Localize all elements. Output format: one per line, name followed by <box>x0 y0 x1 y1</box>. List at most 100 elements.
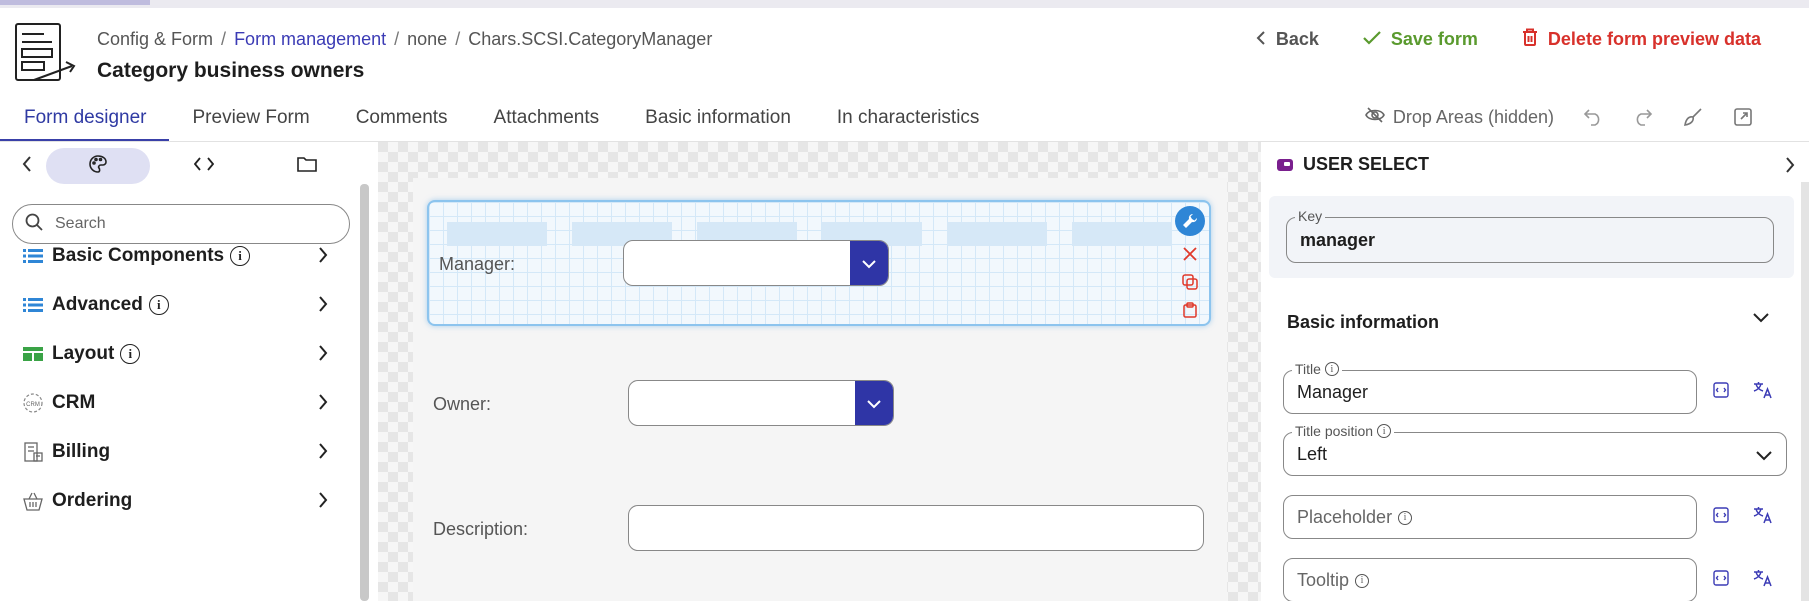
info-icon: i <box>1377 424 1392 438</box>
manager-select[interactable] <box>623 240 889 286</box>
category-billing[interactable]: Billing <box>22 432 328 472</box>
save-form-label: Save form <box>1390 29 1478 49</box>
info-icon: i <box>1324 362 1339 376</box>
info-icon[interactable]: i <box>120 344 141 364</box>
user-select-icon <box>1277 158 1293 171</box>
code-editor-icon[interactable] <box>1709 503 1733 527</box>
redo-icon[interactable] <box>1632 106 1654 128</box>
list-icon <box>22 294 44 316</box>
selected-component-manager[interactable]: Manager: <box>427 200 1211 326</box>
breadcrumb-form-management[interactable]: Form management <box>234 29 387 49</box>
chevron-right-icon <box>318 246 328 269</box>
breadcrumb: Config & Form/Form management/none/Chars… <box>97 29 713 49</box>
category-crm[interactable]: CRM CRM <box>22 383 328 423</box>
chevron-down-icon[interactable] <box>1753 310 1769 328</box>
category-basic-components[interactable]: Basic Components i <box>22 236 328 276</box>
tab-attachments[interactable]: Attachments <box>493 107 600 128</box>
breadcrumb-none[interactable]: none <box>407 29 448 49</box>
tab-basic-information[interactable]: Basic information <box>645 107 791 128</box>
folder-tab-button[interactable] <box>265 148 350 184</box>
designer-toolbar: Drop Areas (hidden) <box>1365 106 1754 128</box>
description-input[interactable] <box>628 505 1204 551</box>
tab-in-characteristics[interactable]: In characteristics <box>836 107 980 128</box>
expand-window-icon[interactable] <box>1732 106 1754 128</box>
chevron-right-icon[interactable] <box>1785 156 1795 179</box>
tab-form-designer[interactable]: Form designer <box>0 100 169 142</box>
components-panel: Basic Components i Advanced i Layout i C… <box>0 142 372 601</box>
translate-icon[interactable] <box>1751 378 1775 402</box>
category-ordering[interactable]: Ordering <box>22 481 328 521</box>
save-form-button[interactable]: Save form <box>1363 28 1478 51</box>
properties-scrollbar[interactable] <box>1801 182 1809 601</box>
title-field-value: Manager <box>1297 382 1369 402</box>
owner-field-label: Owner: <box>433 394 492 414</box>
page-title: Category business owners <box>97 59 365 82</box>
list-icon <box>22 245 44 267</box>
chevron-down-icon[interactable] <box>850 241 888 285</box>
palette-tab-button[interactable] <box>46 148 151 184</box>
key-field-label: Key <box>1295 208 1326 224</box>
chevron-right-icon <box>318 344 328 367</box>
folder-icon <box>297 156 318 177</box>
basic-information-section-title: Basic information <box>1287 312 1440 332</box>
paste-icon[interactable] <box>1180 300 1200 320</box>
breadcrumb-config-form[interactable]: Config & Form <box>97 29 214 49</box>
category-label: Billing <box>52 441 111 462</box>
undo-icon[interactable] <box>1582 106 1604 128</box>
category-layout[interactable]: Layout i <box>22 334 328 374</box>
info-icon[interactable]: i <box>148 295 169 315</box>
copy-icon[interactable] <box>1180 272 1200 292</box>
search-input[interactable] <box>55 215 335 233</box>
translate-icon[interactable] <box>1751 566 1775 590</box>
tab-comments[interactable]: Comments <box>355 107 448 128</box>
info-icon: i <box>1398 510 1413 525</box>
info-icon: i <box>1355 573 1370 588</box>
component-search[interactable] <box>12 204 350 244</box>
manager-field-label: Manager: <box>439 254 516 274</box>
breadcrumb-current: Chars.SCSI.CategoryManager <box>468 29 713 49</box>
category-advanced[interactable]: Advanced i <box>22 285 328 325</box>
translate-icon[interactable] <box>1751 503 1775 527</box>
description-field-label: Description: <box>433 519 529 539</box>
chevron-right-icon <box>318 393 328 416</box>
delete-form-preview-button[interactable]: Delete form preview data <box>1522 28 1761 51</box>
key-field[interactable]: Key manager <box>1286 208 1774 263</box>
title-position-value: Left <box>1297 444 1328 464</box>
clean-brush-icon[interactable] <box>1682 106 1704 128</box>
tabs-divider <box>0 141 1809 142</box>
components-scrollbar[interactable] <box>360 184 369 601</box>
chevron-left-icon <box>1256 29 1266 50</box>
search-icon <box>25 213 43 236</box>
back-label: Back <box>1275 29 1319 49</box>
info-icon[interactable]: i <box>230 246 251 266</box>
tab-preview-form[interactable]: Preview Form <box>192 107 310 128</box>
code-editor-icon[interactable] <box>1709 378 1733 402</box>
code-editor-icon[interactable] <box>1709 566 1733 590</box>
drop-areas-label: Drop Areas (hidden) <box>1392 106 1554 127</box>
chevron-down-icon[interactable] <box>855 381 893 425</box>
chevron-right-icon <box>318 295 328 318</box>
drop-areas-toggle[interactable]: Drop Areas (hidden) <box>1365 107 1554 128</box>
eye-off-icon <box>1365 106 1385 128</box>
wrench-icon[interactable] <box>1175 206 1205 236</box>
chevron-down-icon <box>1756 448 1772 466</box>
window-top-strip <box>0 0 1809 8</box>
chevron-right-icon <box>318 491 328 514</box>
back-button[interactable]: Back <box>1256 28 1319 51</box>
header-actions: Back Save form Delete form preview data <box>1256 28 1761 51</box>
component-toolbar <box>1175 206 1205 320</box>
basket-icon <box>22 490 44 512</box>
form-canvas: Manager: Owner: Description: <box>378 142 1261 601</box>
collapse-panel-button[interactable] <box>10 148 44 184</box>
close-icon[interactable] <box>1180 244 1200 264</box>
owner-select[interactable] <box>628 380 894 426</box>
category-label: Basic Components <box>52 245 225 266</box>
code-tab-button[interactable] <box>156 148 251 184</box>
category-label: Advanced <box>52 294 143 315</box>
